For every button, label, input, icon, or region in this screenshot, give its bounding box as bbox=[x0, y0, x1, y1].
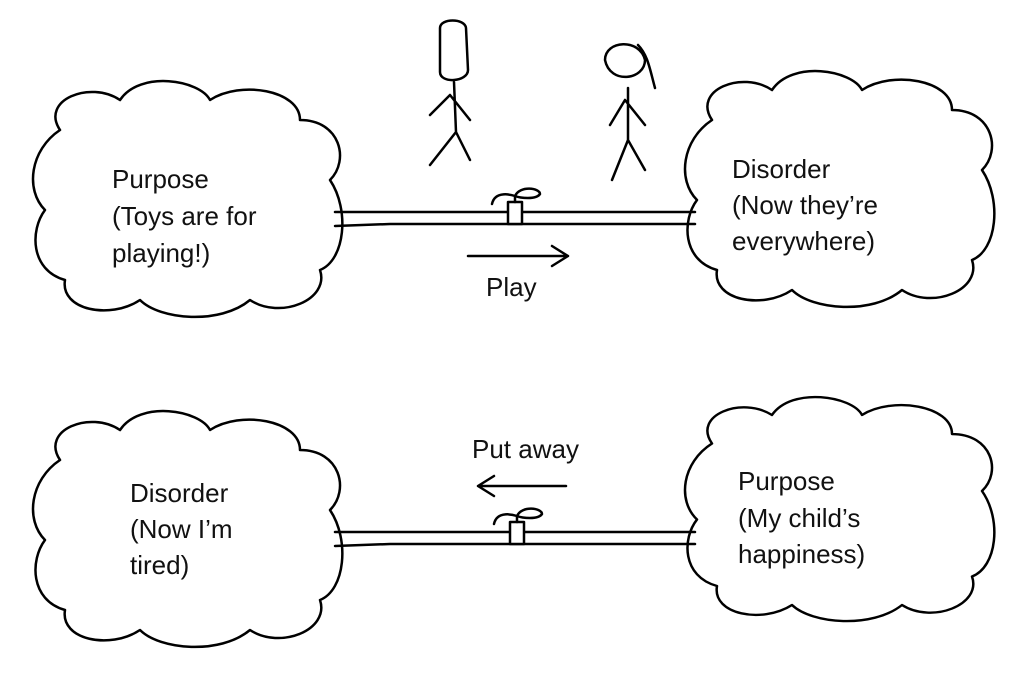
stick-figure-adult bbox=[428, 19, 472, 167]
cloud-text-line: Purpose bbox=[738, 466, 835, 496]
cloud-text-line: Purpose bbox=[112, 164, 209, 194]
cloud-text-line: Disorder bbox=[130, 478, 229, 508]
flow-label-put-away: Put away bbox=[472, 434, 579, 464]
flow-label-play: Play bbox=[486, 272, 537, 302]
cloud-text-line: tired) bbox=[130, 550, 189, 580]
top-right-cloud: Disorder (Now they’re everywhere) bbox=[683, 69, 996, 309]
cloud-text-line: (Toys are for bbox=[112, 201, 257, 231]
top-left-cloud: Purpose (Toys are for playing!) bbox=[31, 79, 344, 319]
bottom-left-cloud: Disorder (Now I’m tired) bbox=[31, 409, 344, 649]
bottom-flow-pipe bbox=[333, 507, 697, 548]
bottom-flow-arrow: Put away bbox=[472, 434, 579, 498]
cloud-text-line: (Now I’m bbox=[130, 514, 233, 544]
top-flow-pipe bbox=[333, 187, 697, 228]
valve-icon bbox=[490, 187, 542, 206]
cloud-text-line: happiness) bbox=[738, 539, 865, 569]
cloud-text-line: Disorder bbox=[732, 154, 831, 184]
stick-figure-child bbox=[603, 43, 657, 182]
valve-icon bbox=[492, 507, 544, 526]
cloud-text-line: playing!) bbox=[112, 238, 210, 268]
top-flow-arrow: Play bbox=[466, 244, 570, 302]
cloud-text-line: (Now they’re bbox=[732, 190, 878, 220]
cloud-text-line: (My child’s bbox=[738, 503, 860, 533]
bottom-right-cloud: Purpose (My child’s happiness) bbox=[683, 395, 996, 623]
cloud-text-line: everywhere) bbox=[732, 226, 875, 256]
